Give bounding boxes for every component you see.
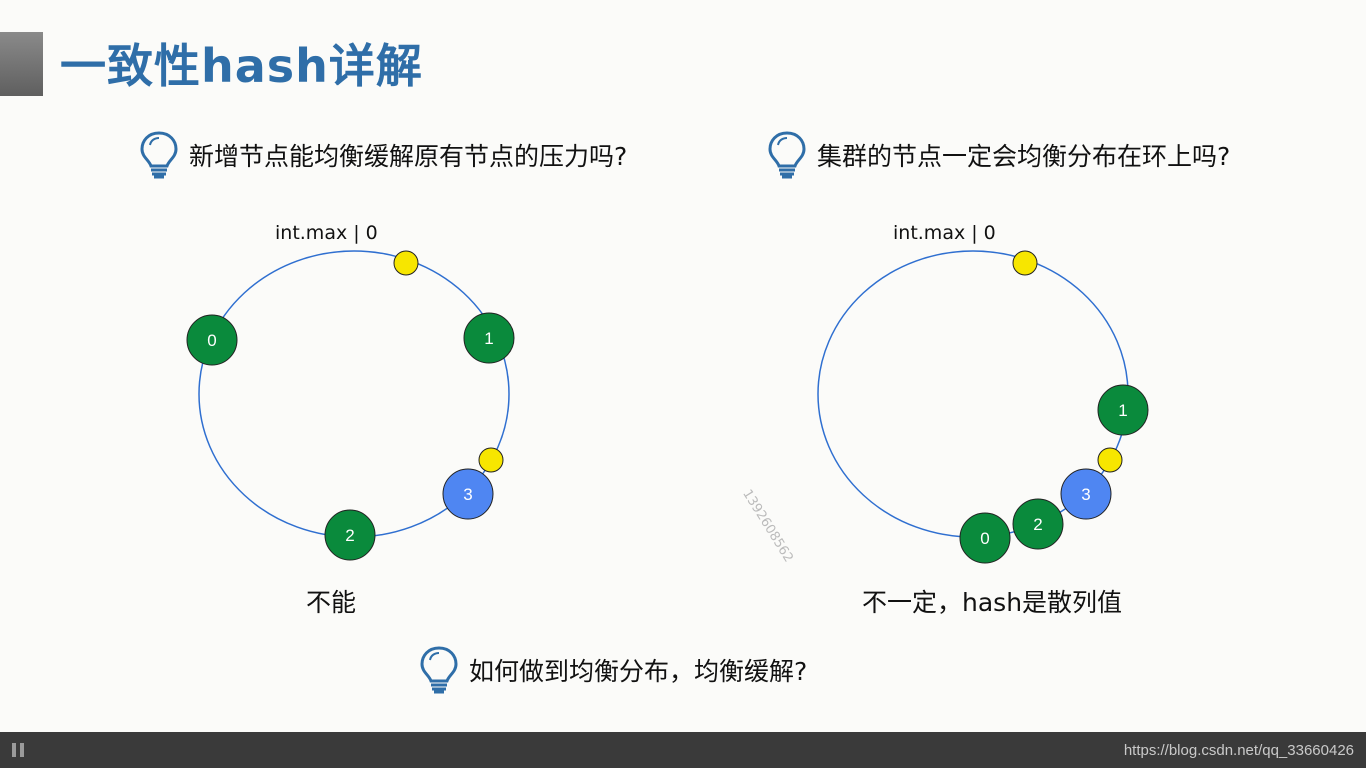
left-key-right bbox=[478, 447, 504, 473]
left-node-0: 0 bbox=[186, 314, 238, 366]
lightbulb-icon bbox=[140, 131, 178, 179]
right-node-1: 1 bbox=[1097, 384, 1149, 436]
left-ring-origin-label: int.max | 0 bbox=[275, 222, 378, 244]
left-node-3: 3 bbox=[442, 468, 494, 520]
right-ring-origin-label: int.max | 0 bbox=[893, 222, 996, 244]
source-url[interactable]: https://blog.csdn.net/qq_33660426 bbox=[1123, 741, 1354, 759]
left-node-1: 1 bbox=[463, 312, 515, 364]
pause-icon[interactable] bbox=[12, 743, 24, 757]
node-label: 1 bbox=[484, 329, 493, 348]
node-label: 0 bbox=[207, 331, 216, 350]
right-caption: 不一定，hash是散列值 bbox=[862, 588, 1123, 617]
lightbulb-icon bbox=[768, 131, 806, 179]
right-node-2: 2 bbox=[1012, 498, 1064, 550]
node-label: 0 bbox=[980, 529, 989, 548]
node-label: 3 bbox=[1081, 485, 1090, 504]
node-label: 1 bbox=[1118, 401, 1127, 420]
question-text: 集群的节点一定会均衡分布在环上吗? bbox=[817, 142, 1231, 171]
player-control-bar: https://blog.csdn.net/qq_33660426 bbox=[0, 732, 1366, 768]
left-node-2: 2 bbox=[324, 509, 376, 561]
left-caption: 不能 bbox=[306, 588, 357, 617]
left-key-top bbox=[393, 250, 419, 276]
right-key-right bbox=[1097, 447, 1123, 473]
question-text: 如何做到均衡分布，均衡缓解? bbox=[469, 657, 808, 686]
node-label: 3 bbox=[463, 485, 472, 504]
question-text: 新增节点能均衡缓解原有节点的压力吗? bbox=[189, 142, 628, 171]
right-key-top bbox=[1012, 250, 1038, 276]
question-2: 集群的节点一定会均衡分布在环上吗? bbox=[767, 130, 1230, 180]
question-3: 如何做到均衡分布，均衡缓解? bbox=[419, 645, 807, 695]
node-label: 2 bbox=[1033, 515, 1042, 534]
slide-title: 一致性hash详解 bbox=[60, 39, 423, 93]
node-label: 2 bbox=[345, 526, 354, 545]
lightbulb-icon bbox=[420, 646, 458, 694]
question-1: 新增节点能均衡缓解原有节点的压力吗? bbox=[139, 130, 627, 180]
slide-accent-bar bbox=[0, 32, 43, 96]
right-node-0: 0 bbox=[959, 512, 1011, 564]
right-node-3: 3 bbox=[1060, 468, 1112, 520]
